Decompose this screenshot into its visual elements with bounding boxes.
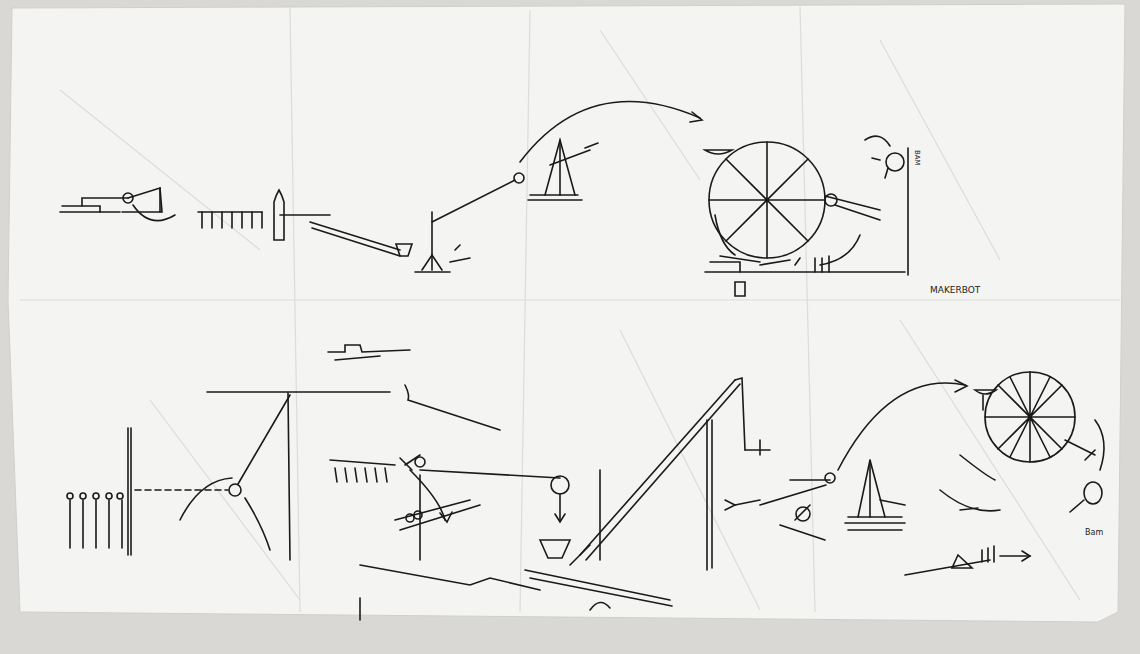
handwritten-note: BAM [913, 150, 921, 166]
handwritten-note: Bam [1085, 528, 1103, 537]
handwritten-note: MAKERBOT [930, 285, 980, 295]
